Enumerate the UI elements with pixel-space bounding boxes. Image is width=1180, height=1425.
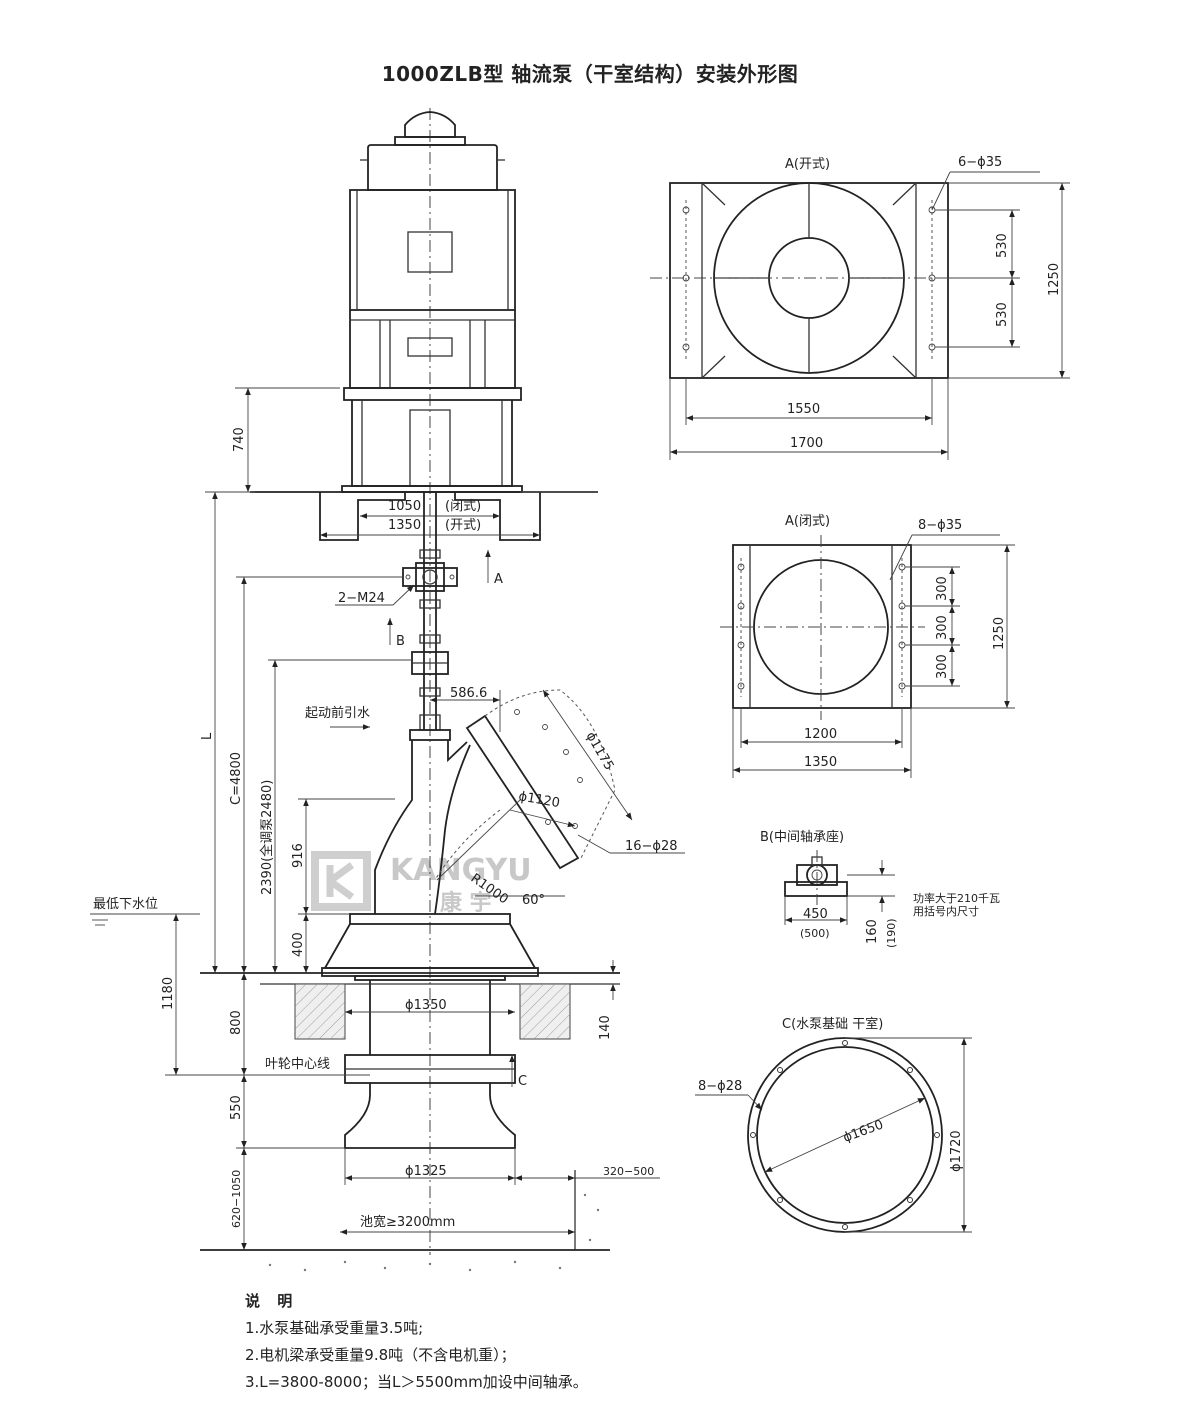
dim-c4800: C=4800 — [229, 752, 244, 805]
view-b-note-line1: 功率大于210千瓦 — [913, 891, 1000, 905]
view-c-title: C(水泵基础 干室) — [782, 1016, 883, 1032]
dim-1550: 1550 — [787, 402, 820, 417]
dim-740: 740 — [232, 427, 247, 452]
dim-500: (500) — [800, 927, 830, 940]
dim-1180: 1180 — [161, 977, 176, 1010]
dim-1250-open: 1250 — [1047, 263, 1062, 296]
dim-L: L — [200, 732, 215, 740]
view-a-open: A(开式) 6−ϕ35 530 530 1250 — [650, 155, 1070, 460]
dim-450: 450 — [803, 907, 828, 922]
shaft — [419, 492, 441, 731]
label-impeller-centerline: 叶轮中心线 — [265, 1057, 330, 1072]
dim-d1175: ϕ1175 — [583, 730, 617, 774]
label-2m24: 2−M24 — [338, 591, 385, 606]
dim-60-deg: 60° — [522, 893, 545, 908]
view-a-open-title: A(开式) — [785, 157, 830, 172]
dim-1250-closed: 1250 — [992, 617, 1007, 650]
dim-530b: 530 — [995, 302, 1010, 327]
dim-300c: 300 — [935, 654, 950, 679]
dim-16d28: 16−ϕ28 — [625, 839, 678, 854]
drawing-title: 1000ZLB型 轴流泵（干室结构）安装外形图 — [381, 62, 799, 86]
label-open: (开式) — [445, 518, 481, 533]
dim-d1720: ϕ1720 — [949, 1130, 964, 1172]
dim-400: 400 — [291, 932, 306, 957]
label-prime-water: 起动前引水 — [305, 705, 370, 721]
dim-550: 550 — [229, 1095, 244, 1120]
dim-d1650: ϕ1650 — [841, 1117, 885, 1145]
view-a-closed-title: A(闭式) — [785, 514, 830, 529]
dim-190: (190) — [885, 918, 898, 948]
dim-300a: 300 — [935, 576, 950, 601]
view-b-bearing: B(中间轴承座) 450 (500) 160 (190) 功率大于210千瓦 用… — [760, 830, 1000, 948]
label-A: A — [494, 572, 503, 587]
view-b-title: B(中间轴承座) — [760, 830, 844, 845]
main-elevation-view: 740 1050 (闭式) 1350 (开式) — [90, 108, 685, 1272]
view-c-foundation: C(水泵基础 干室) ϕ1650 8−ϕ28 ϕ1720 — [695, 1016, 972, 1233]
dim-d1325: ϕ1325 — [405, 1164, 447, 1179]
dim-1050: 1050 — [388, 499, 421, 514]
dim-620-1050: 620−1050 — [230, 1170, 243, 1228]
view-b-note-line2: 用括号内尺寸 — [913, 904, 979, 918]
dim-800: 800 — [229, 1010, 244, 1035]
coupling — [411, 651, 449, 675]
dim-586-6: 586.6 — [450, 686, 487, 701]
note-item-1: 1.水泵基础承受重量3.5吨; — [245, 1319, 424, 1337]
notes-heading: 说 明 — [245, 1292, 299, 1310]
dim-1350: 1350 — [388, 518, 421, 533]
dim-530a: 530 — [995, 233, 1010, 258]
view-a-open-holes: 6−ϕ35 — [958, 155, 1002, 170]
dim-2390: 2390(全调泵2480) — [259, 780, 275, 895]
dim-140: 140 — [598, 1015, 613, 1040]
pump-floor — [200, 972, 620, 1040]
dim-320-500: 320−500 — [603, 1165, 654, 1178]
dim-d1120: ϕ1120 — [517, 789, 561, 811]
dim-916: 916 — [291, 843, 306, 868]
dim-1350-closed: 1350 — [804, 755, 837, 770]
dim-d1350: ϕ1350 — [405, 998, 447, 1013]
dim-1700: 1700 — [790, 436, 823, 451]
dim-160: 160 — [865, 919, 880, 944]
ground-dots — [268, 1193, 600, 1272]
note-item-2: 2.电机梁承受重量9.8吨（不含电机重）； — [245, 1346, 516, 1364]
note-item-3: 3.L=3800-8000；当L＞5500mm加设中间轴承。 — [245, 1373, 588, 1391]
dim-300b: 300 — [935, 615, 950, 640]
watermark-cn: 康 宇 — [440, 890, 492, 916]
dim-1200: 1200 — [804, 727, 837, 742]
motor — [341, 111, 523, 493]
label-low-water: 最低下水位 — [93, 897, 158, 912]
pump-casing — [321, 913, 539, 1149]
label-closed: (闭式) — [445, 499, 481, 514]
view-c-holes: 8−ϕ28 — [698, 1079, 742, 1094]
view-a-closed-holes: 8−ϕ35 — [918, 518, 962, 533]
view-a-closed: A(闭式) 8−ϕ35 300 300 300 1250 — [720, 514, 1015, 778]
label-pool-width: 池宽≥3200mm — [360, 1214, 455, 1230]
kangyu-watermark: KANGYU 康 宇 — [311, 851, 532, 916]
label-C: C — [518, 1074, 527, 1089]
label-B: B — [396, 634, 405, 649]
watermark-en: KANGYU — [390, 853, 532, 888]
notes-section: 说 明 1.水泵基础承受重量3.5吨; 2.电机梁承受重量9.8吨（不含电机重）… — [245, 1288, 588, 1396]
